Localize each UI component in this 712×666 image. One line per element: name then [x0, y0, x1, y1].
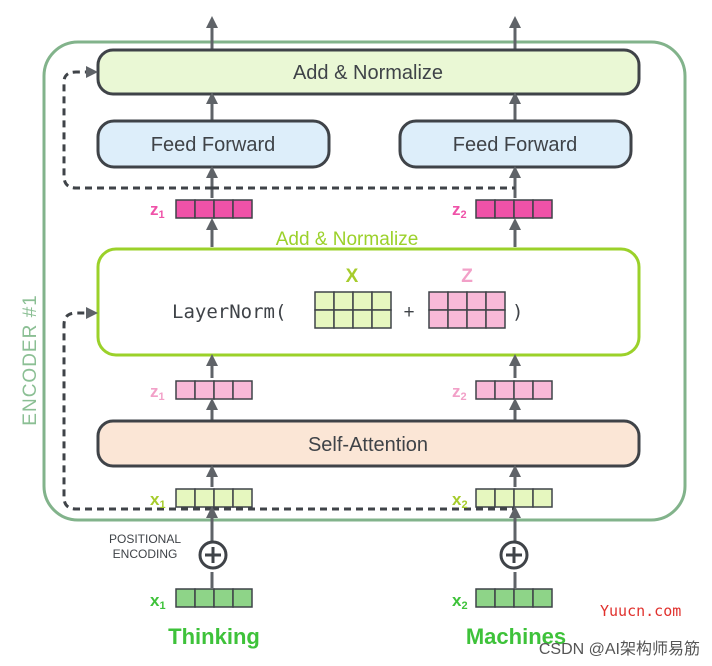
z2-input-vector: z2 [452, 380, 553, 403]
positional-add-left-icon [198, 540, 228, 570]
layernorm-x-cell [314, 309, 335, 329]
layernorm-x-cell [352, 309, 373, 329]
z2-output-cell [494, 199, 515, 219]
x1-embedding-label: x1 [150, 591, 166, 612]
layernorm-x-cell [371, 309, 392, 329]
positional-encoding-label-line1: POSITIONAL [109, 532, 181, 546]
credit-watermark: CSDN @AI架构师易筋 [539, 640, 700, 658]
add-normalize-top-label: Add & Normalize [293, 62, 443, 84]
z2-output-vector: z2 [452, 199, 553, 221]
x2-encoder-cell [513, 488, 534, 508]
x1-embedding-cell [194, 588, 215, 608]
z2-input-cell [532, 380, 553, 400]
z1-input-cell [194, 380, 215, 400]
x2-encoder-cell [494, 488, 515, 508]
layernorm-z-label: Z [461, 266, 473, 287]
site-watermark: Yuucn.com [600, 602, 681, 620]
feed-forward-right-label: Feed Forward [453, 134, 578, 156]
layernorm-x-matrix [314, 291, 392, 329]
x2-encoder-label: x2 [452, 490, 468, 511]
layernorm-z-cell [447, 309, 468, 329]
z1-output-vector: z1 [150, 199, 253, 221]
layernorm-z-cell [428, 309, 449, 329]
layernorm-z-cell [485, 309, 506, 329]
x2-embedding-cell [532, 588, 553, 608]
self-attention-block [96, 419, 641, 468]
z1-input-cell [232, 380, 253, 400]
feed-forward-left-label: Feed Forward [151, 134, 276, 156]
x1-encoder-cell [194, 488, 215, 508]
layernorm-z-cell [485, 291, 506, 311]
z1-output-cell [232, 199, 253, 219]
layernorm-x-cell [333, 309, 354, 329]
x1-encoder-cell [232, 488, 253, 508]
z1-input-cell [175, 380, 196, 400]
x1-embedding-cell [175, 588, 196, 608]
x2-embedding-cell [513, 588, 534, 608]
z1-output-cell [175, 199, 196, 219]
x1-encoder-cell [213, 488, 234, 508]
layernorm-z-cell [466, 291, 487, 311]
z1-output-cell [213, 199, 234, 219]
positional-add-right-icon [499, 540, 529, 570]
add-normalize-mid-label: Add & Normalize [276, 229, 419, 250]
z2-input-cell [475, 380, 496, 400]
x2-embedding-vector: x2 [452, 588, 553, 612]
layernorm-x-cell [352, 291, 373, 311]
input-word-right: Machines [466, 624, 566, 649]
encoder-label: ENCODER #1 [20, 294, 41, 425]
z2-input-label: z2 [452, 382, 467, 403]
x1-encoder-cell [175, 488, 196, 508]
add-normalize-top-block [96, 48, 641, 96]
layernorm-x-cell [333, 291, 354, 311]
z2-output-label: z2 [452, 200, 467, 221]
positional-encoding-label-line2: ENCODING [113, 547, 178, 561]
z1-input-vector: z1 [150, 380, 253, 403]
x1-embedding-vector: x1 [150, 588, 253, 612]
x1-encoder-vector: x1 [150, 488, 253, 511]
layernorm-x-cell [314, 291, 335, 311]
z2-input-cell [494, 380, 515, 400]
self-attention-label: Self-Attention [308, 434, 428, 456]
z2-input-cell [513, 380, 534, 400]
layernorm-prefix: LayerNorm( [172, 301, 286, 323]
residual-connection-bottom [62, 307, 212, 511]
layernorm-suffix: ) [512, 301, 523, 323]
x1-embedding-cell [213, 588, 234, 608]
z1-output-cell [194, 199, 215, 219]
x2-encoder-cell [532, 488, 553, 508]
z1-input-label: z1 [150, 382, 165, 403]
layernorm-z-cell [428, 291, 449, 311]
z1-output-label: z1 [150, 200, 165, 221]
x2-embedding-cell [494, 588, 515, 608]
x1-encoder-label: x1 [150, 490, 166, 511]
z2-output-cell [532, 199, 553, 219]
layernorm-z-matrix [428, 291, 506, 329]
layernorm-x-label: X [346, 266, 359, 287]
z1-input-cell [213, 380, 234, 400]
layernorm-plus: + [403, 302, 414, 323]
x2-embedding-label: x2 [452, 591, 468, 612]
input-word-left: Thinking [168, 624, 260, 649]
x2-encoder-vector: x2 [452, 488, 553, 511]
layernorm-z-cell [447, 291, 468, 311]
x2-encoder-cell [475, 488, 496, 508]
z2-output-cell [513, 199, 534, 219]
layernorm-z-cell [466, 309, 487, 329]
layernorm-x-cell [371, 291, 392, 311]
z2-output-cell [475, 199, 496, 219]
x2-embedding-cell [475, 588, 496, 608]
x1-embedding-cell [232, 588, 253, 608]
encoder-container [42, 40, 687, 522]
